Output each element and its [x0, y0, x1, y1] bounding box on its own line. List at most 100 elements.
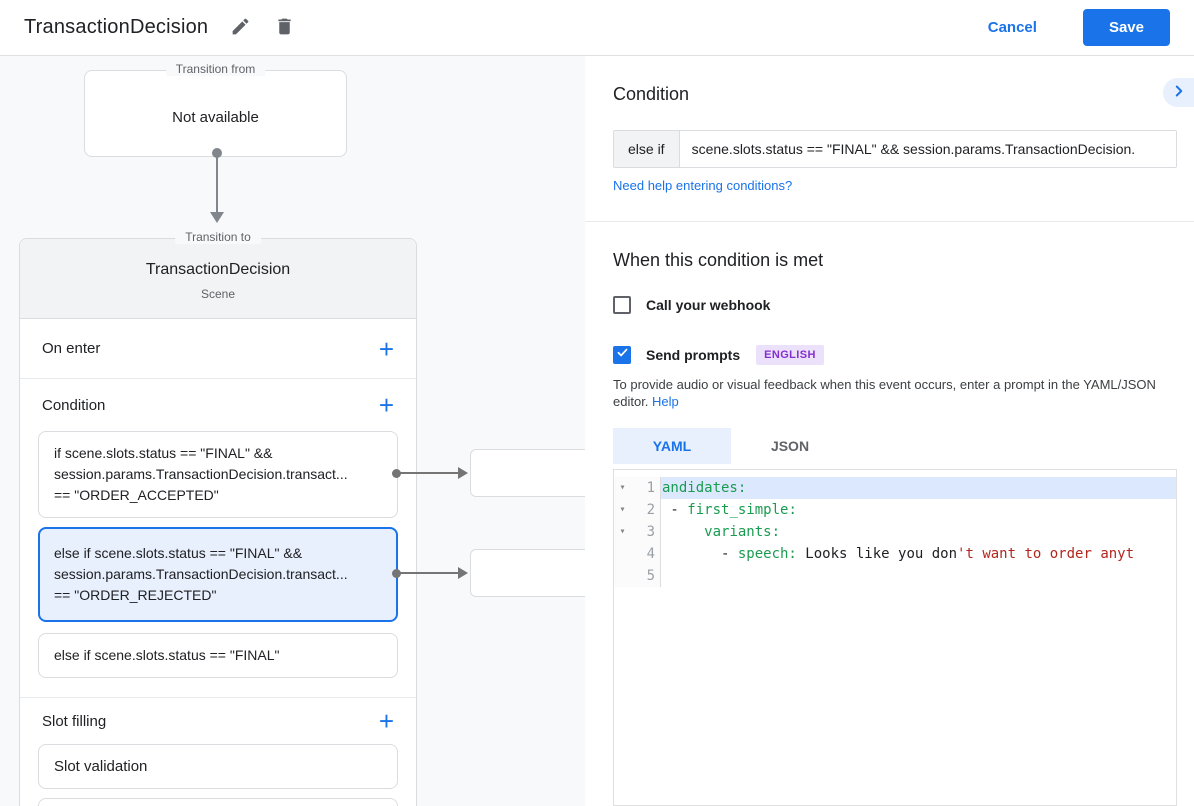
connector-dot	[212, 148, 222, 158]
call-webhook-label: Call your webhook	[646, 297, 771, 313]
panel-title: Condition	[613, 84, 690, 104]
condition-item-line: == "ORDER_REJECTED"	[54, 587, 217, 603]
scene-card: Transition to TransactionDecision Scene …	[19, 230, 417, 806]
tab-json[interactable]: JSON	[770, 438, 810, 454]
condition-section-label: Condition	[42, 396, 106, 414]
send-prompts-label: Send prompts	[646, 347, 741, 363]
connector-dot	[392, 469, 401, 478]
code-segment: Looks like you don	[796, 546, 958, 562]
condition-item-line: else if scene.slots.status == "FINAL"	[54, 647, 280, 663]
code-segment: variants:	[704, 524, 781, 540]
code-line[interactable]: variants:	[661, 521, 1176, 543]
editor-gutter: ▾3	[614, 521, 661, 543]
editor-gutter: ▾2	[614, 499, 661, 521]
line-number: 2	[646, 502, 655, 518]
editor-line: 4 - speech: Looks like you don't want to…	[614, 543, 1176, 565]
scene-card-header[interactable]: TransactionDecision Scene	[20, 239, 416, 319]
condition-expression-input[interactable]: scene.slots.status == "FINAL" && session…	[679, 130, 1177, 168]
transition-to-label: Transition to	[175, 230, 261, 244]
on-enter-label: On enter	[42, 340, 101, 357]
tab-yaml[interactable]: YAML	[613, 428, 731, 464]
webhook-row: Call your webhook	[613, 296, 770, 314]
transition-from-content: Not available	[172, 109, 259, 126]
section-divider	[20, 697, 416, 698]
chevron-right-icon	[1170, 82, 1188, 103]
condition-detail-panel: Condition else if scene.slots.status == …	[585, 56, 1194, 806]
code-segment: -	[662, 502, 688, 518]
send-prompts-checkbox[interactable]	[613, 346, 631, 364]
add-on-enter-button[interactable]: +	[378, 333, 394, 364]
editor-line: 5	[614, 565, 1176, 587]
edit-scene-button[interactable]	[228, 16, 252, 40]
condition-item-line: session.params.TransactionDecision.trans…	[54, 566, 348, 582]
scene-diagram-canvas: Transition from Not available Transition…	[0, 56, 585, 806]
editor-gutter: 4	[614, 543, 661, 565]
code-line[interactable]: andidates:	[661, 477, 1176, 499]
condition-list: if scene.slots.status == "FINAL" && sessi…	[20, 431, 416, 678]
call-webhook-checkbox[interactable]	[613, 296, 631, 314]
fold-arrow-icon[interactable]: ▾	[619, 504, 626, 515]
panel-divider	[585, 221, 1194, 222]
line-number: 4	[646, 546, 655, 562]
when-condition-met-title: When this condition is met	[613, 250, 824, 270]
condition-section-heading: Condition +	[20, 379, 416, 431]
condition-item[interactable]: if scene.slots.status == "FINAL" &&sessi…	[38, 431, 398, 518]
line-number: 3	[646, 524, 655, 540]
top-bar: TransactionDecision Cancel Save	[0, 0, 1194, 56]
arrow-down-icon	[210, 212, 224, 223]
pencil-icon	[230, 16, 251, 40]
code-segment: 't want to order anyt	[957, 546, 1135, 562]
code-segment: first_simple:	[687, 502, 797, 518]
transition-target-box[interactable]	[470, 549, 585, 597]
condition-item[interactable]: else if scene.slots.status == "FINAL" &&…	[38, 527, 398, 622]
code-segment: -	[662, 546, 738, 562]
editor-line: ▾3 variants:	[614, 521, 1176, 543]
editor-tabs: YAML JSON	[613, 428, 849, 464]
condition-item-line: else if scene.slots.status == "FINAL" &&	[54, 545, 303, 561]
arrow-right-icon	[458, 567, 468, 579]
conditions-help-link[interactable]: Need help entering conditions?	[613, 178, 793, 193]
line-number: 1	[646, 480, 655, 496]
code-segment: andidates:	[662, 480, 747, 496]
add-slot-button[interactable]: +	[378, 706, 394, 736]
code-line[interactable]: - first_simple:	[661, 499, 1176, 521]
on-enter-section: On enter +	[20, 319, 416, 379]
scene-card-subtitle: Scene	[200, 287, 236, 301]
save-button[interactable]: Save	[1082, 9, 1170, 46]
connector-line	[400, 472, 460, 474]
delete-scene-button[interactable]	[272, 16, 296, 40]
connector-dot	[392, 569, 401, 578]
transition-target-box[interactable]	[470, 449, 585, 497]
condition-item-line: == "ORDER_ACCEPTED"	[54, 487, 219, 503]
checkmark-icon	[616, 346, 629, 364]
code-segment	[662, 524, 704, 540]
condition-prefix: else if	[613, 130, 680, 168]
connector-line	[400, 572, 460, 574]
line-number: 5	[646, 568, 655, 584]
collapse-panel-button[interactable]	[1163, 78, 1194, 107]
send-prompts-row: Send prompts ENGLISH	[613, 345, 824, 365]
help-link[interactable]: Help	[652, 394, 679, 409]
slot-item-partial[interactable]	[38, 798, 398, 806]
editor-gutter: 5	[614, 565, 661, 587]
code-segment: speech:	[737, 546, 797, 562]
cancel-button[interactable]: Cancel	[987, 19, 1037, 36]
condition-item[interactable]: else if scene.slots.status == "FINAL"	[38, 633, 398, 678]
code-line[interactable]	[661, 565, 1176, 587]
slot-validation-item[interactable]: Slot validation	[38, 744, 398, 789]
condition-item-line: if scene.slots.status == "FINAL" &&	[54, 445, 273, 461]
add-condition-button[interactable]: +	[378, 390, 394, 420]
fold-arrow-icon[interactable]: ▾	[619, 482, 626, 493]
editor-line: ▾2 - first_simple:	[614, 499, 1176, 521]
code-line[interactable]: - speech: Looks like you don't want to o…	[661, 543, 1176, 565]
fold-arrow-icon	[614, 543, 631, 565]
language-badge: ENGLISH	[756, 345, 824, 365]
fold-arrow-icon[interactable]: ▾	[619, 526, 626, 537]
editor-gutter: ▾1	[614, 477, 661, 499]
transition-from-box: Transition from Not available	[84, 62, 347, 157]
scene-card-title: TransactionDecision	[145, 261, 291, 278]
condition-input-row: else if scene.slots.status == "FINAL" &&…	[613, 130, 1177, 168]
